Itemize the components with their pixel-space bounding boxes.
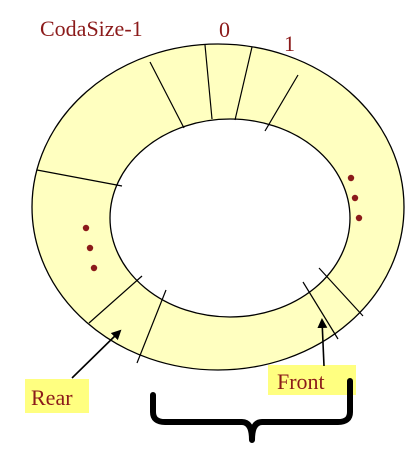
index-one-label: 1 xyxy=(284,31,295,56)
cell-divider xyxy=(264,74,299,132)
cell-divider xyxy=(149,61,185,129)
cell-divider xyxy=(318,267,364,317)
cell-divider xyxy=(36,169,123,187)
cell-divider xyxy=(234,46,253,121)
front-label-highlight xyxy=(268,365,356,395)
rear-arrow-icon xyxy=(71,329,122,379)
curly-brace-icon xyxy=(150,378,353,443)
cell-divider xyxy=(204,44,213,120)
cell-divider xyxy=(302,281,339,340)
right-ellipsis-icon xyxy=(347,174,363,222)
queue-ring xyxy=(31,43,405,371)
front-arrow-icon xyxy=(317,318,328,367)
cell-divider xyxy=(136,289,167,364)
rear-label-highlight xyxy=(25,379,89,413)
left-ellipsis-icon xyxy=(82,224,98,272)
cell-divider xyxy=(88,275,143,324)
front-label: Front xyxy=(277,369,325,394)
last-index-label: CodaSize-1 xyxy=(40,16,143,41)
cell-dividers xyxy=(36,44,364,364)
rear-label: Rear xyxy=(31,385,73,410)
index-zero-label: 0 xyxy=(219,17,230,42)
